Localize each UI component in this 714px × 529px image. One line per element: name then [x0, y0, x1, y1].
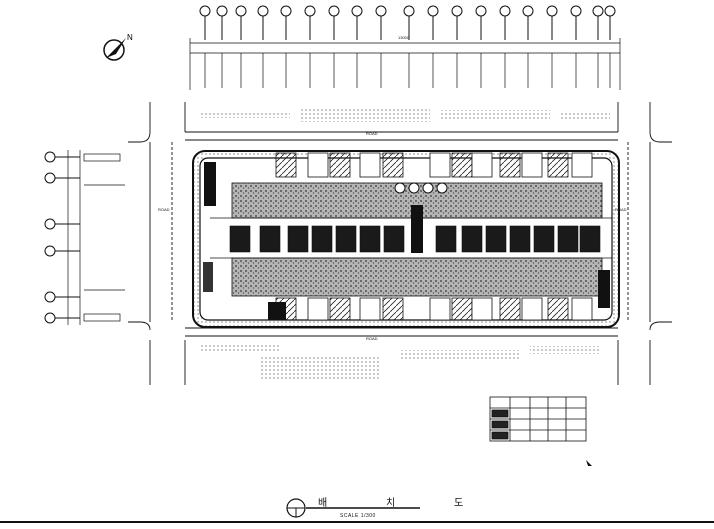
- service-blocks: [203, 162, 610, 320]
- title-circle-icon: [286, 498, 420, 518]
- central-column-bays: [229, 225, 601, 253]
- road-markings: [200, 108, 610, 380]
- grid-bubble: [328, 5, 340, 17]
- shop-unit: [571, 152, 593, 178]
- shop-unit: [451, 297, 473, 321]
- grid-bubble: [570, 5, 582, 17]
- grid-bubble: [592, 5, 604, 17]
- column-bay: [509, 225, 531, 253]
- shop-unit: [275, 152, 297, 178]
- column-bay: [435, 225, 457, 253]
- column-bay: [485, 225, 507, 253]
- grid-bubble: [44, 218, 56, 230]
- grid-bubble: [44, 151, 56, 163]
- top-dimension-chain: [189, 38, 621, 90]
- scan-mark: [586, 460, 592, 466]
- drawing-scale: SCALE 1/300: [340, 513, 376, 519]
- column-bay: [579, 225, 601, 253]
- road-network: [128, 102, 672, 385]
- shop-unit: [499, 297, 521, 321]
- grid-bubble: [403, 5, 415, 17]
- column-bay: [287, 225, 309, 253]
- legend-table: [489, 396, 587, 442]
- road-label-south: ROAD: [366, 336, 378, 341]
- column-bay: [259, 225, 281, 253]
- grid-bubble: [427, 5, 439, 17]
- grid-bubble: [44, 172, 56, 184]
- grid-bubble: [235, 5, 247, 17]
- column-bay: [229, 225, 251, 253]
- grid-bubble: [475, 5, 487, 17]
- svg-text:N: N: [127, 33, 133, 42]
- left-dimension-chain: [67, 150, 125, 325]
- shop-unit: [307, 152, 329, 178]
- shop-unit: [382, 297, 404, 321]
- column-bay: [383, 225, 405, 253]
- shop-unit: [307, 297, 329, 321]
- column-bay: [461, 225, 483, 253]
- overall-dimension: 13000: [398, 35, 410, 40]
- shop-unit: [571, 297, 593, 321]
- circular-fixtures: [394, 182, 448, 194]
- grid-bubble: [216, 5, 228, 17]
- row-grid-markers: [44, 151, 80, 324]
- shop-unit: [499, 152, 521, 178]
- grid-bubble: [44, 291, 56, 303]
- grid-bubble: [451, 5, 463, 17]
- north-shop-row: [275, 152, 593, 178]
- shop-unit: [547, 152, 569, 178]
- grid-bubble: [499, 5, 511, 17]
- grid-bubble: [304, 5, 316, 17]
- shop-unit: [359, 152, 381, 178]
- shop-unit: [471, 152, 493, 178]
- shop-unit: [359, 297, 381, 321]
- grid-bubble: [44, 245, 56, 257]
- grid-bubble: [351, 5, 363, 17]
- shop-unit: [521, 152, 543, 178]
- column-bay: [335, 225, 357, 253]
- grid-bubble: [280, 5, 292, 17]
- shop-unit: [382, 152, 404, 178]
- shop-unit: [329, 297, 351, 321]
- grid-bubble: [199, 5, 211, 17]
- grid-bubble: [257, 5, 269, 17]
- grid-bubble: [522, 5, 534, 17]
- drawing-title: 배 치 도: [318, 498, 492, 509]
- shop-unit: [521, 297, 543, 321]
- grid-bubble: [44, 312, 56, 324]
- column-bay: [557, 225, 579, 253]
- north-arrow-icon: N: [103, 33, 133, 61]
- road-label-north: ROAD: [366, 131, 378, 136]
- shop-unit: [429, 297, 451, 321]
- column-bay: [311, 225, 333, 253]
- grid-bubble: [546, 5, 558, 17]
- road-label-west: ROAD: [158, 207, 170, 212]
- column-grid-markers: [199, 5, 616, 40]
- shop-unit: [547, 297, 569, 321]
- grid-bubble: [375, 5, 387, 17]
- shop-unit: [329, 152, 351, 178]
- shop-unit: [429, 152, 451, 178]
- road-label-east: ROAD: [615, 207, 627, 212]
- shop-unit: [451, 152, 473, 178]
- column-bay: [359, 225, 381, 253]
- grid-bubble: [604, 5, 616, 17]
- shop-unit: [471, 297, 493, 321]
- column-bay: [533, 225, 555, 253]
